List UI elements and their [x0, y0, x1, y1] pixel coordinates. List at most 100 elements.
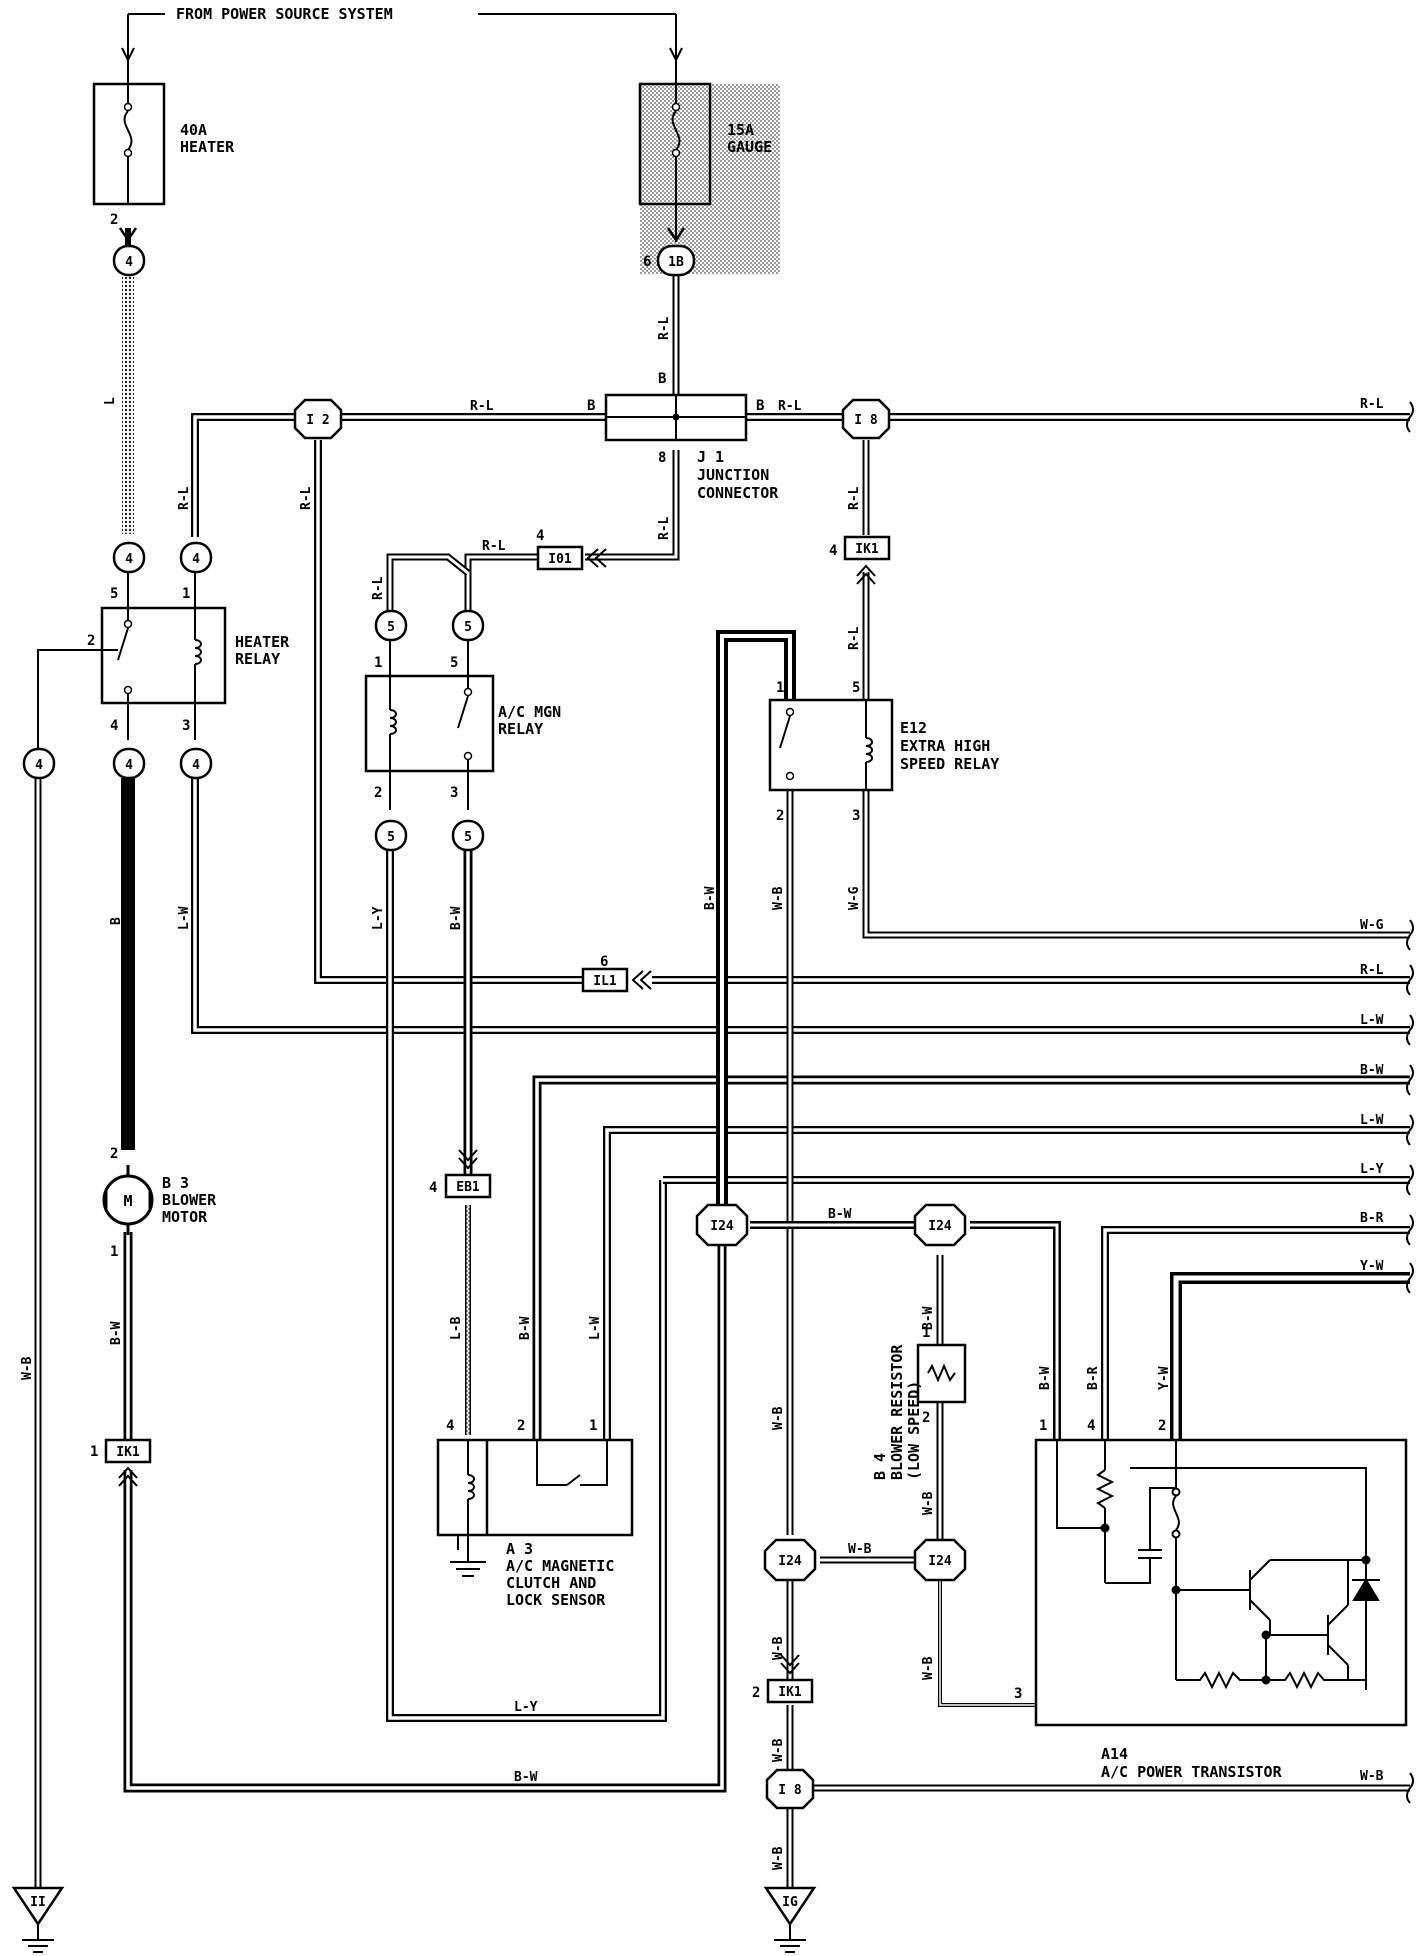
- b4-label: B 4: [871, 1453, 889, 1480]
- b3-label: B 3: [162, 1174, 189, 1192]
- edge-label-br: B-R: [1360, 1211, 1384, 1226]
- wire-label-bw-e12: B-W: [703, 886, 718, 910]
- pin-hr-3: 3: [182, 718, 190, 734]
- conn-i24-lower-left: I24: [778, 1554, 802, 1569]
- wire-label-wb-i24: W-B: [848, 1542, 872, 1557]
- pin-a14-1: 1: [1039, 1418, 1047, 1434]
- wire-label-ly: L-Y: [371, 906, 386, 930]
- pin-a14-3: 3: [1014, 1686, 1022, 1702]
- conn-5-mgn-5: 5: [464, 620, 472, 635]
- pin-ik1-2: 2: [752, 1685, 760, 1701]
- conn-i2: I 2: [306, 413, 329, 428]
- pin-mgn-1: 1: [374, 655, 382, 671]
- wire-label-br-a14: B-R: [1086, 1366, 1101, 1390]
- power-source-header: FROM POWER SOURCE SYSTEM: [121, 5, 683, 63]
- heater-relay: HEATER RELAY: [100, 572, 290, 740]
- ac-power-transistor-a14: A14 A/C POWER TRANSISTOR: [1034, 1438, 1408, 1781]
- conn-4-top: 4: [125, 255, 133, 270]
- a3-desc-2: CLUTCH AND: [506, 1574, 596, 1592]
- wire-label-bw-motor: B-W: [109, 1321, 124, 1345]
- fuse-15a-gauge: 15A GAUGE: [638, 60, 780, 274]
- e12-desc-2: SPEED RELAY: [900, 755, 999, 773]
- b3-desc-2: MOTOR: [162, 1208, 208, 1226]
- pin-il1-6: 6: [600, 954, 608, 970]
- ac-mgn-relay-label: A/C MGN: [498, 703, 561, 721]
- conn-i8-top: I 8: [854, 413, 878, 428]
- fuse-15a-sublabel: GAUGE: [727, 138, 772, 156]
- wire-label-wb-ik1: W-B: [771, 1636, 786, 1660]
- pin-hr-1: 1: [182, 586, 190, 602]
- pin-numbers: 2 6 B B B 8 5 1 2 4 3 4 1 5 2 3 4 1 5 2 …: [87, 212, 1166, 1702]
- edge-label-lw-2: L-W: [1360, 1113, 1384, 1128]
- pin-j1-b-right: B: [756, 398, 764, 414]
- conn-4-relay-4: 4: [125, 758, 133, 773]
- fuse-40a-sublabel: HEATER: [180, 138, 235, 156]
- wire-label-wb-a14: W-B: [921, 1656, 936, 1680]
- pin-i01-4: 4: [536, 528, 544, 544]
- pin-e12-3: 3: [852, 808, 860, 824]
- conn-i8-lower: I 8: [778, 1783, 802, 1798]
- edge-label-rl-top: R-L: [1360, 397, 1384, 412]
- j1-desc-2: CONNECTOR: [697, 484, 779, 502]
- edge-label-yw: Y-W: [1360, 1259, 1384, 1274]
- conn-i24-left: I24: [710, 1219, 734, 1234]
- wire-label-bw-mgn: B-W: [449, 906, 464, 930]
- pin-1b-6: 6: [643, 254, 651, 270]
- heater-relay-label: HEATER: [235, 633, 290, 651]
- pin-a3-1: 1: [589, 1418, 597, 1434]
- edge-label-rl: R-L: [1360, 963, 1384, 978]
- a3-desc-3: LOCK SENSOR: [506, 1591, 606, 1609]
- b3-desc-1: BLOWER: [162, 1191, 217, 1209]
- junction-connector-j1: J 1 JUNCTION CONNECTOR: [604, 393, 779, 502]
- pin-mgn-5: 5: [450, 655, 458, 671]
- wire-label-rl-j1: R-L: [657, 516, 672, 540]
- wire-label-l: L: [103, 397, 118, 405]
- edge-label-bw: B-W: [1360, 1063, 1384, 1078]
- ac-mgn-relay: A/C MGN RELAY: [364, 640, 561, 810]
- b4-desc-2: (LOW SPEED): [905, 1381, 923, 1480]
- pin-fuse40-2: 2: [110, 212, 118, 228]
- motor-symbol-m: M: [123, 1192, 132, 1210]
- wire-label-bw-b4: B-W: [921, 1306, 936, 1330]
- j1-desc-1: JUNCTION: [697, 466, 769, 484]
- pin-j1-b-top: B: [658, 371, 666, 387]
- conn-i24-right: I24: [928, 1219, 952, 1234]
- wire-label-rl-i2: R-L: [299, 486, 314, 510]
- wire-label-rl-bus-2: R-L: [778, 399, 802, 414]
- pin-j1-8: 8: [658, 450, 666, 466]
- fuse-15a-label: 15A: [727, 121, 754, 139]
- wire-label-rl-mgn: R-L: [371, 576, 386, 600]
- conn-4-relay-5: 4: [125, 552, 133, 567]
- wire-label-rl-bus: R-L: [470, 399, 494, 414]
- a3-desc-1: A/C MAGNETIC: [506, 1557, 614, 1575]
- blower-motor-b3: M B 3 BLOWER MOTOR: [102, 1165, 217, 1235]
- conn-il1: IL1: [593, 974, 617, 989]
- pin-e12-5: 5: [852, 680, 860, 696]
- pin-motor-2: 2: [110, 1146, 118, 1162]
- wire-label-wb-e12: W-B: [771, 886, 786, 910]
- conn-5-mgn-2: 5: [387, 830, 395, 845]
- conn-eb1: EB1: [456, 1180, 480, 1195]
- pin-ik1-1: 1: [90, 1444, 98, 1460]
- a14-desc: A/C POWER TRANSISTOR: [1101, 1763, 1283, 1781]
- conn-i01: I01: [548, 552, 572, 567]
- pin-hr-2: 2: [87, 633, 95, 649]
- ground-ii: II: [30, 1895, 46, 1910]
- pin-ik1-4: 4: [829, 543, 837, 559]
- wire-label-lw-a3: L-W: [588, 1316, 603, 1340]
- fuse-40a-label: 40A: [180, 121, 207, 139]
- pin-hr-5: 5: [110, 586, 118, 602]
- wire-label-rl-ik1: R-L: [847, 486, 862, 510]
- pin-motor-1: 1: [110, 1244, 118, 1260]
- conn-1b: 1B: [668, 255, 684, 270]
- a14-label: A14: [1101, 1745, 1128, 1763]
- pin-eb1-4: 4: [429, 1180, 437, 1196]
- j1-label: J 1: [697, 448, 724, 466]
- wire-label-rl-relay: R-L: [177, 486, 192, 510]
- pin-e12-2: 2: [776, 808, 784, 824]
- wire-label-wb-ig: W-B: [771, 1846, 786, 1870]
- conn-4-relay-1: 4: [192, 552, 200, 567]
- connectors: 4 1B I 2 I 8 4 4 4 4 4 5 5 5 5 I01: [11, 227, 967, 1953]
- wire-label-bw-bottom: B-W: [514, 1770, 538, 1785]
